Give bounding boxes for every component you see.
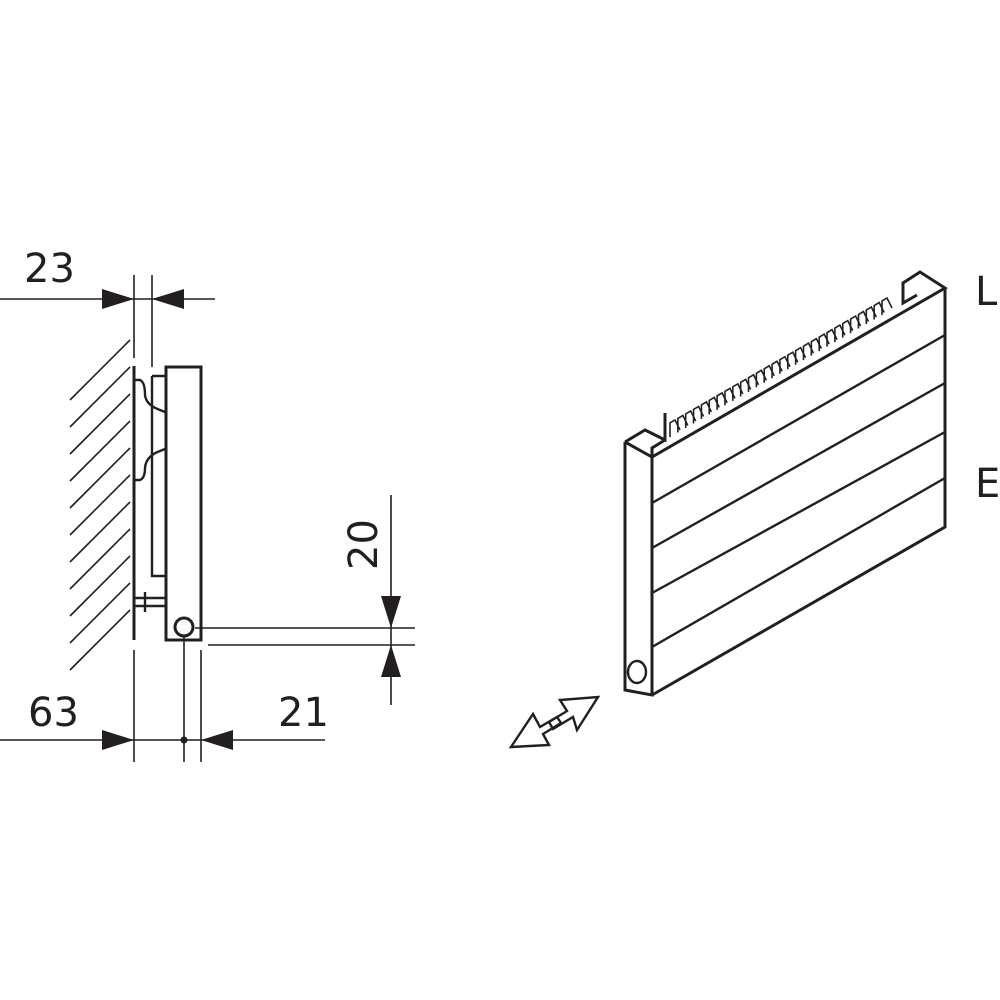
radiator-body-side [164,365,203,642]
hatch-line [69,609,131,671]
dim-label-21: 21 [278,690,329,736]
hatch-line [69,474,131,536]
label-L: L [975,269,998,315]
wall-bracket [135,374,166,578]
dim-label-63: 63 [28,690,79,736]
hatch-line [69,420,131,482]
dimension-23: 23 [0,246,215,367]
hatch-line [69,582,131,644]
radiator-outline [623,270,948,697]
dim-label-20: 20 [341,519,387,570]
hatch-line [69,501,131,563]
dimension-20: 20 [195,495,415,705]
label-E: E [975,461,1000,507]
side-view: 23 63 21 20 [0,246,415,762]
bidirectional-arrow-icon [508,695,601,749]
mounting-bolt [135,592,165,612]
hatch-line [69,528,131,590]
top-fins [669,296,893,437]
fin [881,296,893,315]
pipe-connection-iso [626,659,648,685]
hatch-line [69,555,131,617]
dimension-63-21: 63 21 [0,636,329,762]
pipe-connection [173,616,195,638]
wall-hatching [69,339,131,671]
isometric-view: L E [508,269,1000,749]
dim-label-23: 23 [24,246,75,292]
hatch-line [69,339,131,401]
hatch-line [69,447,131,509]
hatch-line [69,393,131,455]
panel-slats [651,333,946,649]
hatch-line [69,366,131,428]
